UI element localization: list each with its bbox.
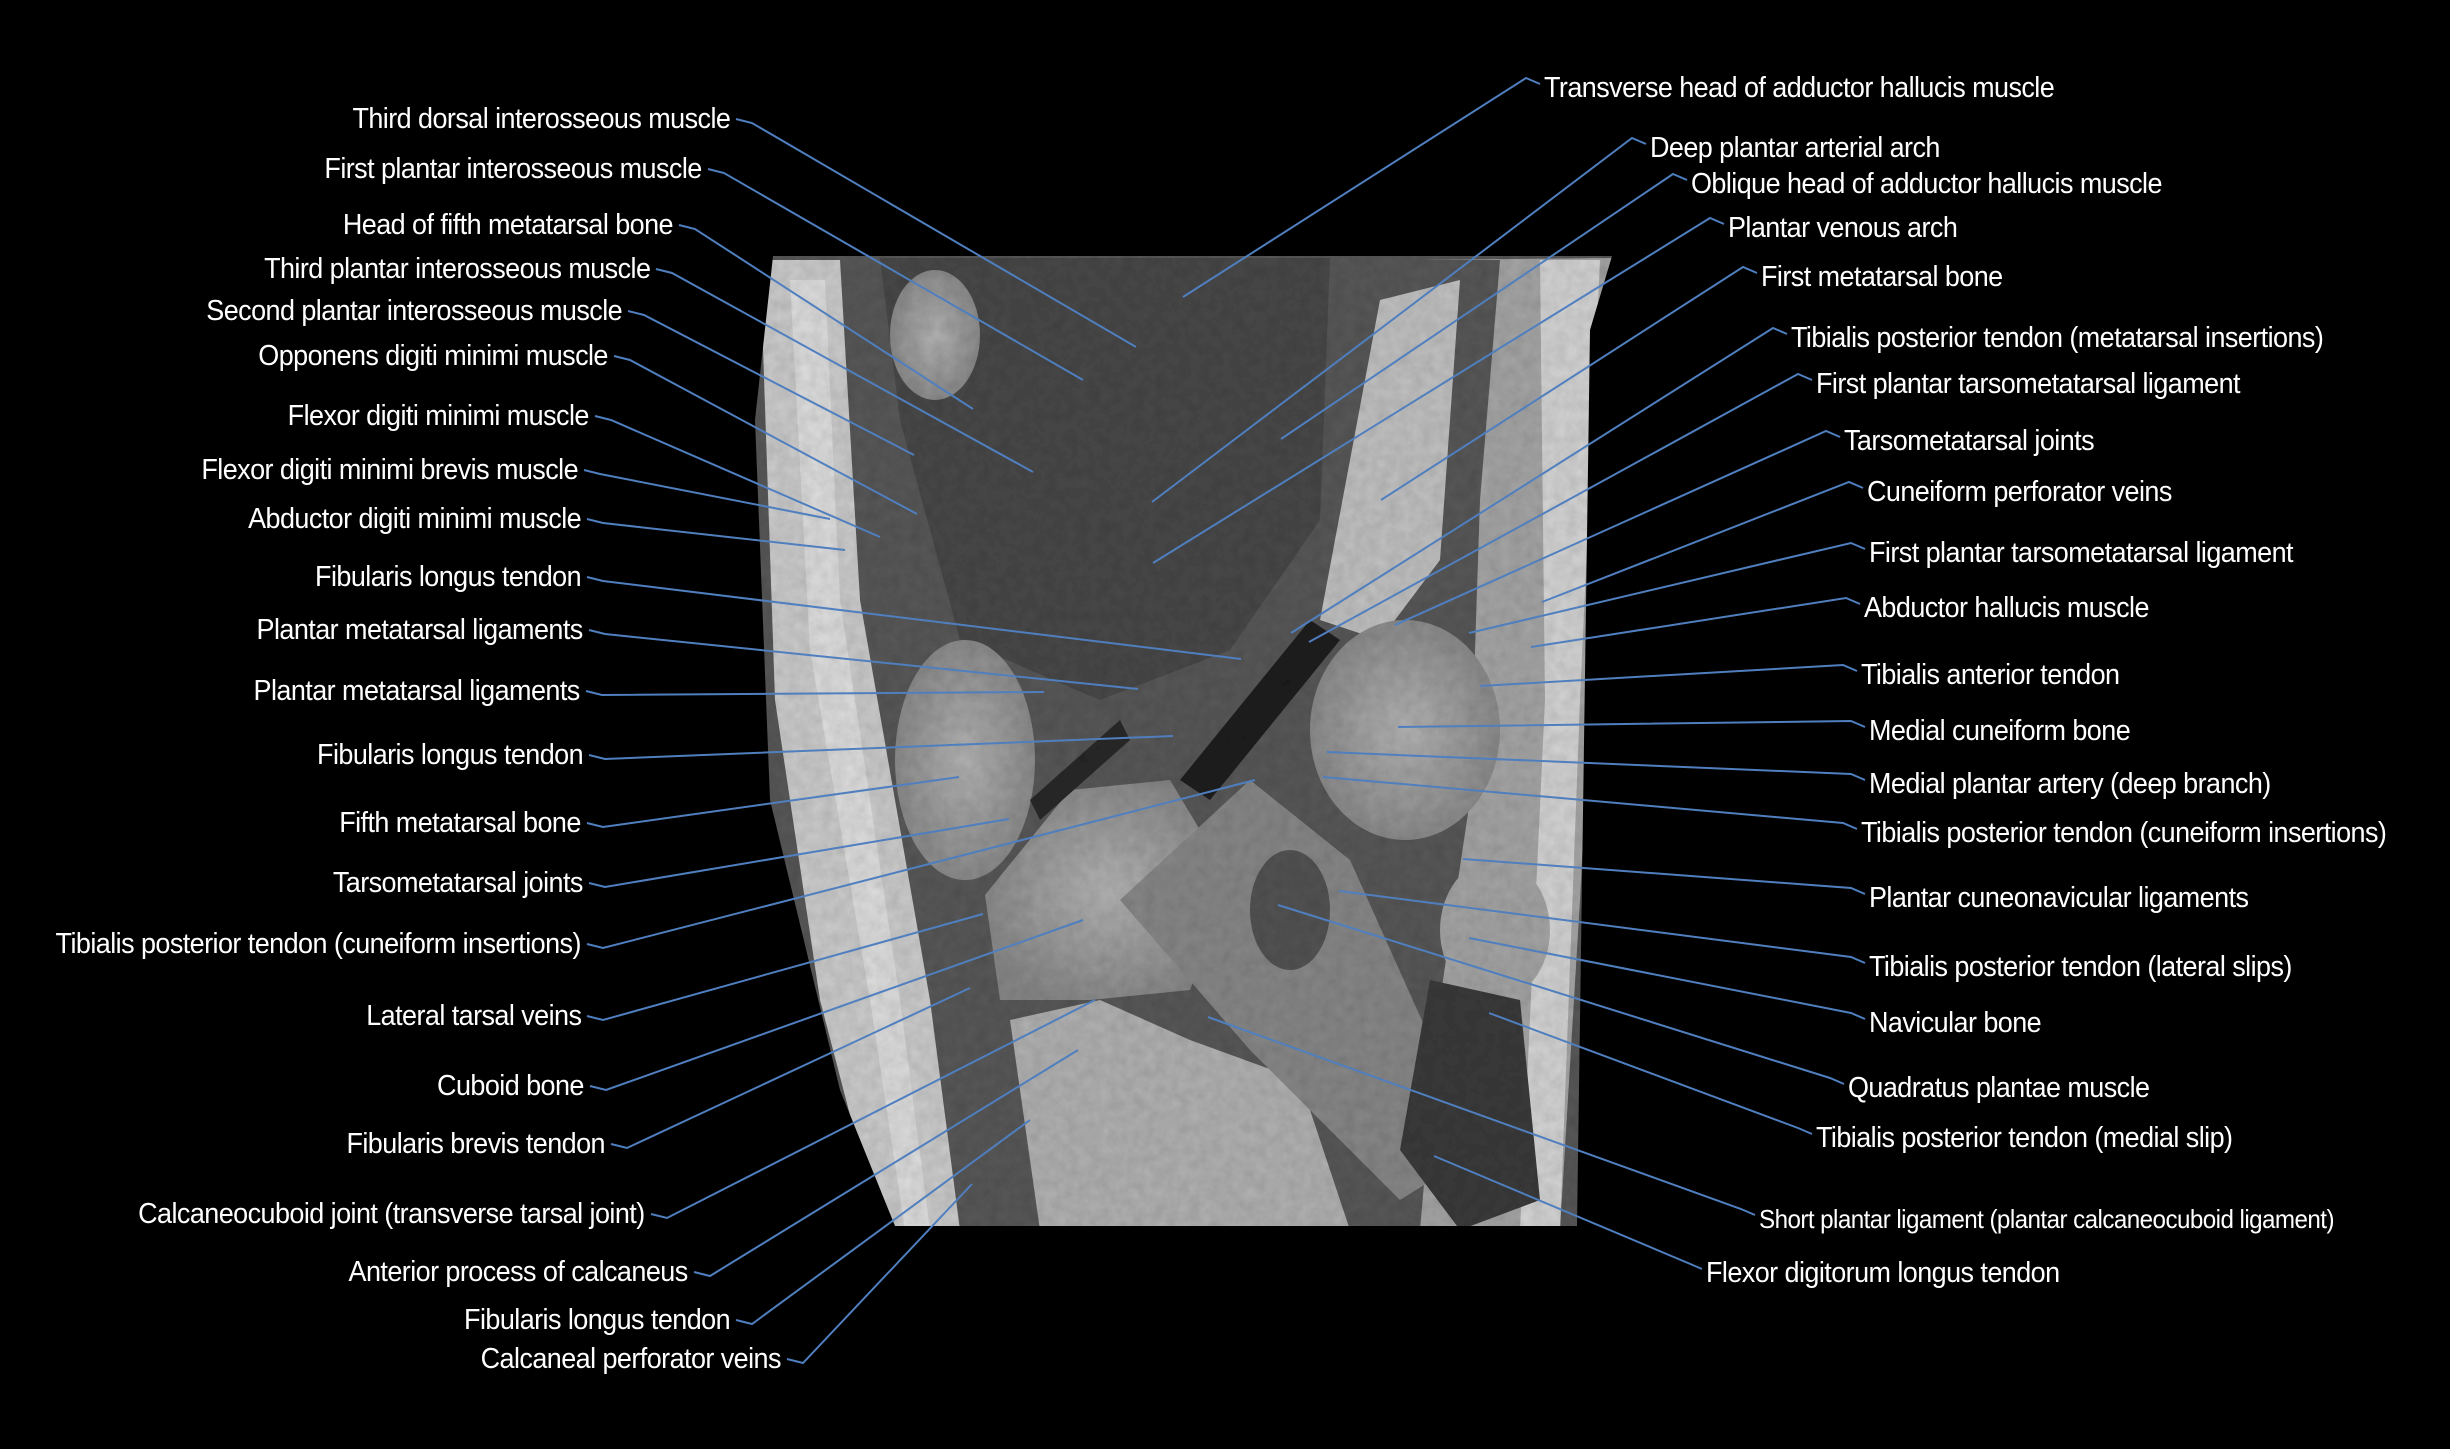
label-right: Tibialis posterior tendon (cuneiform ins… xyxy=(1861,817,2387,849)
leader-line xyxy=(1280,172,1688,440)
label-left: Anterior process of calcaneus xyxy=(348,1256,689,1288)
leader-line xyxy=(678,224,974,410)
leader-line xyxy=(1468,937,1866,1020)
label-right: Tibialis posterior tendon (lateral slips… xyxy=(1869,951,2292,983)
leader-line xyxy=(1338,890,1866,964)
leader-line xyxy=(586,913,984,1022)
leader-line xyxy=(1468,541,1866,634)
leader-line xyxy=(693,1049,1079,1278)
leader-line xyxy=(586,518,846,551)
leader-line xyxy=(1182,76,1541,298)
label-left: Flexor digiti minimi muscle xyxy=(287,400,590,432)
label-right: First metatarsal bone xyxy=(1761,261,2003,293)
label-right: Short plantar ligament (plantar calcaneo… xyxy=(1759,1204,2335,1234)
leader-line xyxy=(707,168,1084,381)
label-left: Plantar metatarsal ligaments xyxy=(256,614,584,646)
label-left: Cuboid bone xyxy=(437,1070,584,1102)
label-right: Quadratus plantae muscle xyxy=(1848,1072,2150,1104)
leader-line xyxy=(786,1183,973,1365)
leader-line xyxy=(1394,429,1841,626)
label-left: Fibularis longus tendon xyxy=(463,1304,731,1336)
label-left: Head of fifth metatarsal bone xyxy=(342,209,674,241)
leader-line xyxy=(1397,719,1866,728)
label-right: Medial cuneiform bone xyxy=(1869,715,2131,747)
leader-line xyxy=(1488,1012,1813,1135)
label-right: First plantar tarsometatarsal ligament xyxy=(1816,368,2241,400)
label-left: Calcaneal perforator veins xyxy=(480,1343,782,1375)
label-left: Fifth metatarsal bone xyxy=(339,807,581,839)
label-right: Navicular bone xyxy=(1869,1007,2042,1039)
label-right: First plantar tarsometatarsal ligament xyxy=(1869,537,2294,569)
leader-line xyxy=(1277,904,1845,1085)
leader-line xyxy=(585,690,1045,697)
label-left: Abductor digiti minimi muscle xyxy=(247,503,582,535)
label-right: Tibialis posterior tendon (medial slip) xyxy=(1816,1122,2233,1154)
leader-line xyxy=(1433,1155,1703,1270)
label-left: Fibularis longus tendon xyxy=(314,561,582,593)
label-right: Tibialis posterior tendon (metatarsal in… xyxy=(1791,322,2324,354)
label-right: Deep plantar arterial arch xyxy=(1650,132,1940,164)
leader-line xyxy=(588,735,1174,761)
label-right: Plantar venous arch xyxy=(1728,212,1958,244)
label-right: Tarsometatarsal joints xyxy=(1844,425,2095,457)
leader-line xyxy=(1479,663,1858,687)
leader-line xyxy=(1530,596,1861,648)
label-right: Tibialis anterior tendon xyxy=(1861,659,2120,691)
label-left: Flexor digiti minimi brevis muscle xyxy=(201,454,578,486)
leader-line xyxy=(735,118,1137,348)
label-right: Oblique head of adductor hallucis muscle xyxy=(1691,168,2162,200)
label-right: Cuneiform perforator veins xyxy=(1867,476,2172,508)
leader-line xyxy=(1290,326,1788,634)
label-left: Third plantar interosseous muscle xyxy=(263,253,651,285)
label-right: Medial plantar artery (deep branch) xyxy=(1869,768,2271,800)
leader-line xyxy=(1152,216,1725,564)
leader-line xyxy=(1326,751,1866,781)
label-left: First plantar interosseous muscle xyxy=(324,153,703,185)
leader-line xyxy=(589,919,1084,1092)
label-right: Transverse head of adductor hallucis mus… xyxy=(1544,72,2055,104)
leader-line xyxy=(588,629,1139,690)
leader-line xyxy=(1380,265,1758,501)
leader-line xyxy=(586,576,1242,660)
label-left: Tibialis posterior tendon (cuneiform ins… xyxy=(55,928,582,960)
label-left: Second plantar interosseous muscle xyxy=(206,295,622,327)
leader-line xyxy=(650,999,1096,1220)
leader-line xyxy=(1322,776,1858,830)
label-left: Lateral tarsal veins xyxy=(365,1000,582,1032)
label-left: Plantar metatarsal ligaments xyxy=(253,675,581,707)
label-left: Calcaneocuboid joint (transverse tarsal … xyxy=(138,1198,645,1230)
leader-line xyxy=(1462,858,1866,895)
leader-line xyxy=(586,779,1256,950)
leader-line xyxy=(583,469,831,520)
label-right: Abductor hallucis muscle xyxy=(1864,592,2149,624)
leader-line xyxy=(1207,1016,1756,1216)
label-right: Plantar cuneonavicular ligaments xyxy=(1869,882,2249,914)
leader-line xyxy=(655,268,1034,473)
label-right: Flexor digitorum longus tendon xyxy=(1706,1257,2060,1289)
leader-line xyxy=(594,415,881,538)
leader-line xyxy=(588,818,1010,889)
label-left: Tarsometatarsal joints xyxy=(332,867,584,899)
leader-line xyxy=(1308,372,1813,643)
leader-line xyxy=(1541,480,1864,603)
leader-line xyxy=(586,776,960,829)
label-left: Third dorsal interosseous muscle xyxy=(352,103,730,135)
leader-line xyxy=(1151,136,1647,503)
label-left: Opponens digiti minimi muscle xyxy=(258,340,608,372)
leader-line xyxy=(627,310,915,456)
leader-line xyxy=(735,1119,1031,1326)
label-left: Fibularis longus tendon xyxy=(316,739,584,771)
leader-line xyxy=(613,355,918,515)
label-left: Fibularis brevis tendon xyxy=(346,1128,605,1160)
leader-line xyxy=(610,987,971,1150)
